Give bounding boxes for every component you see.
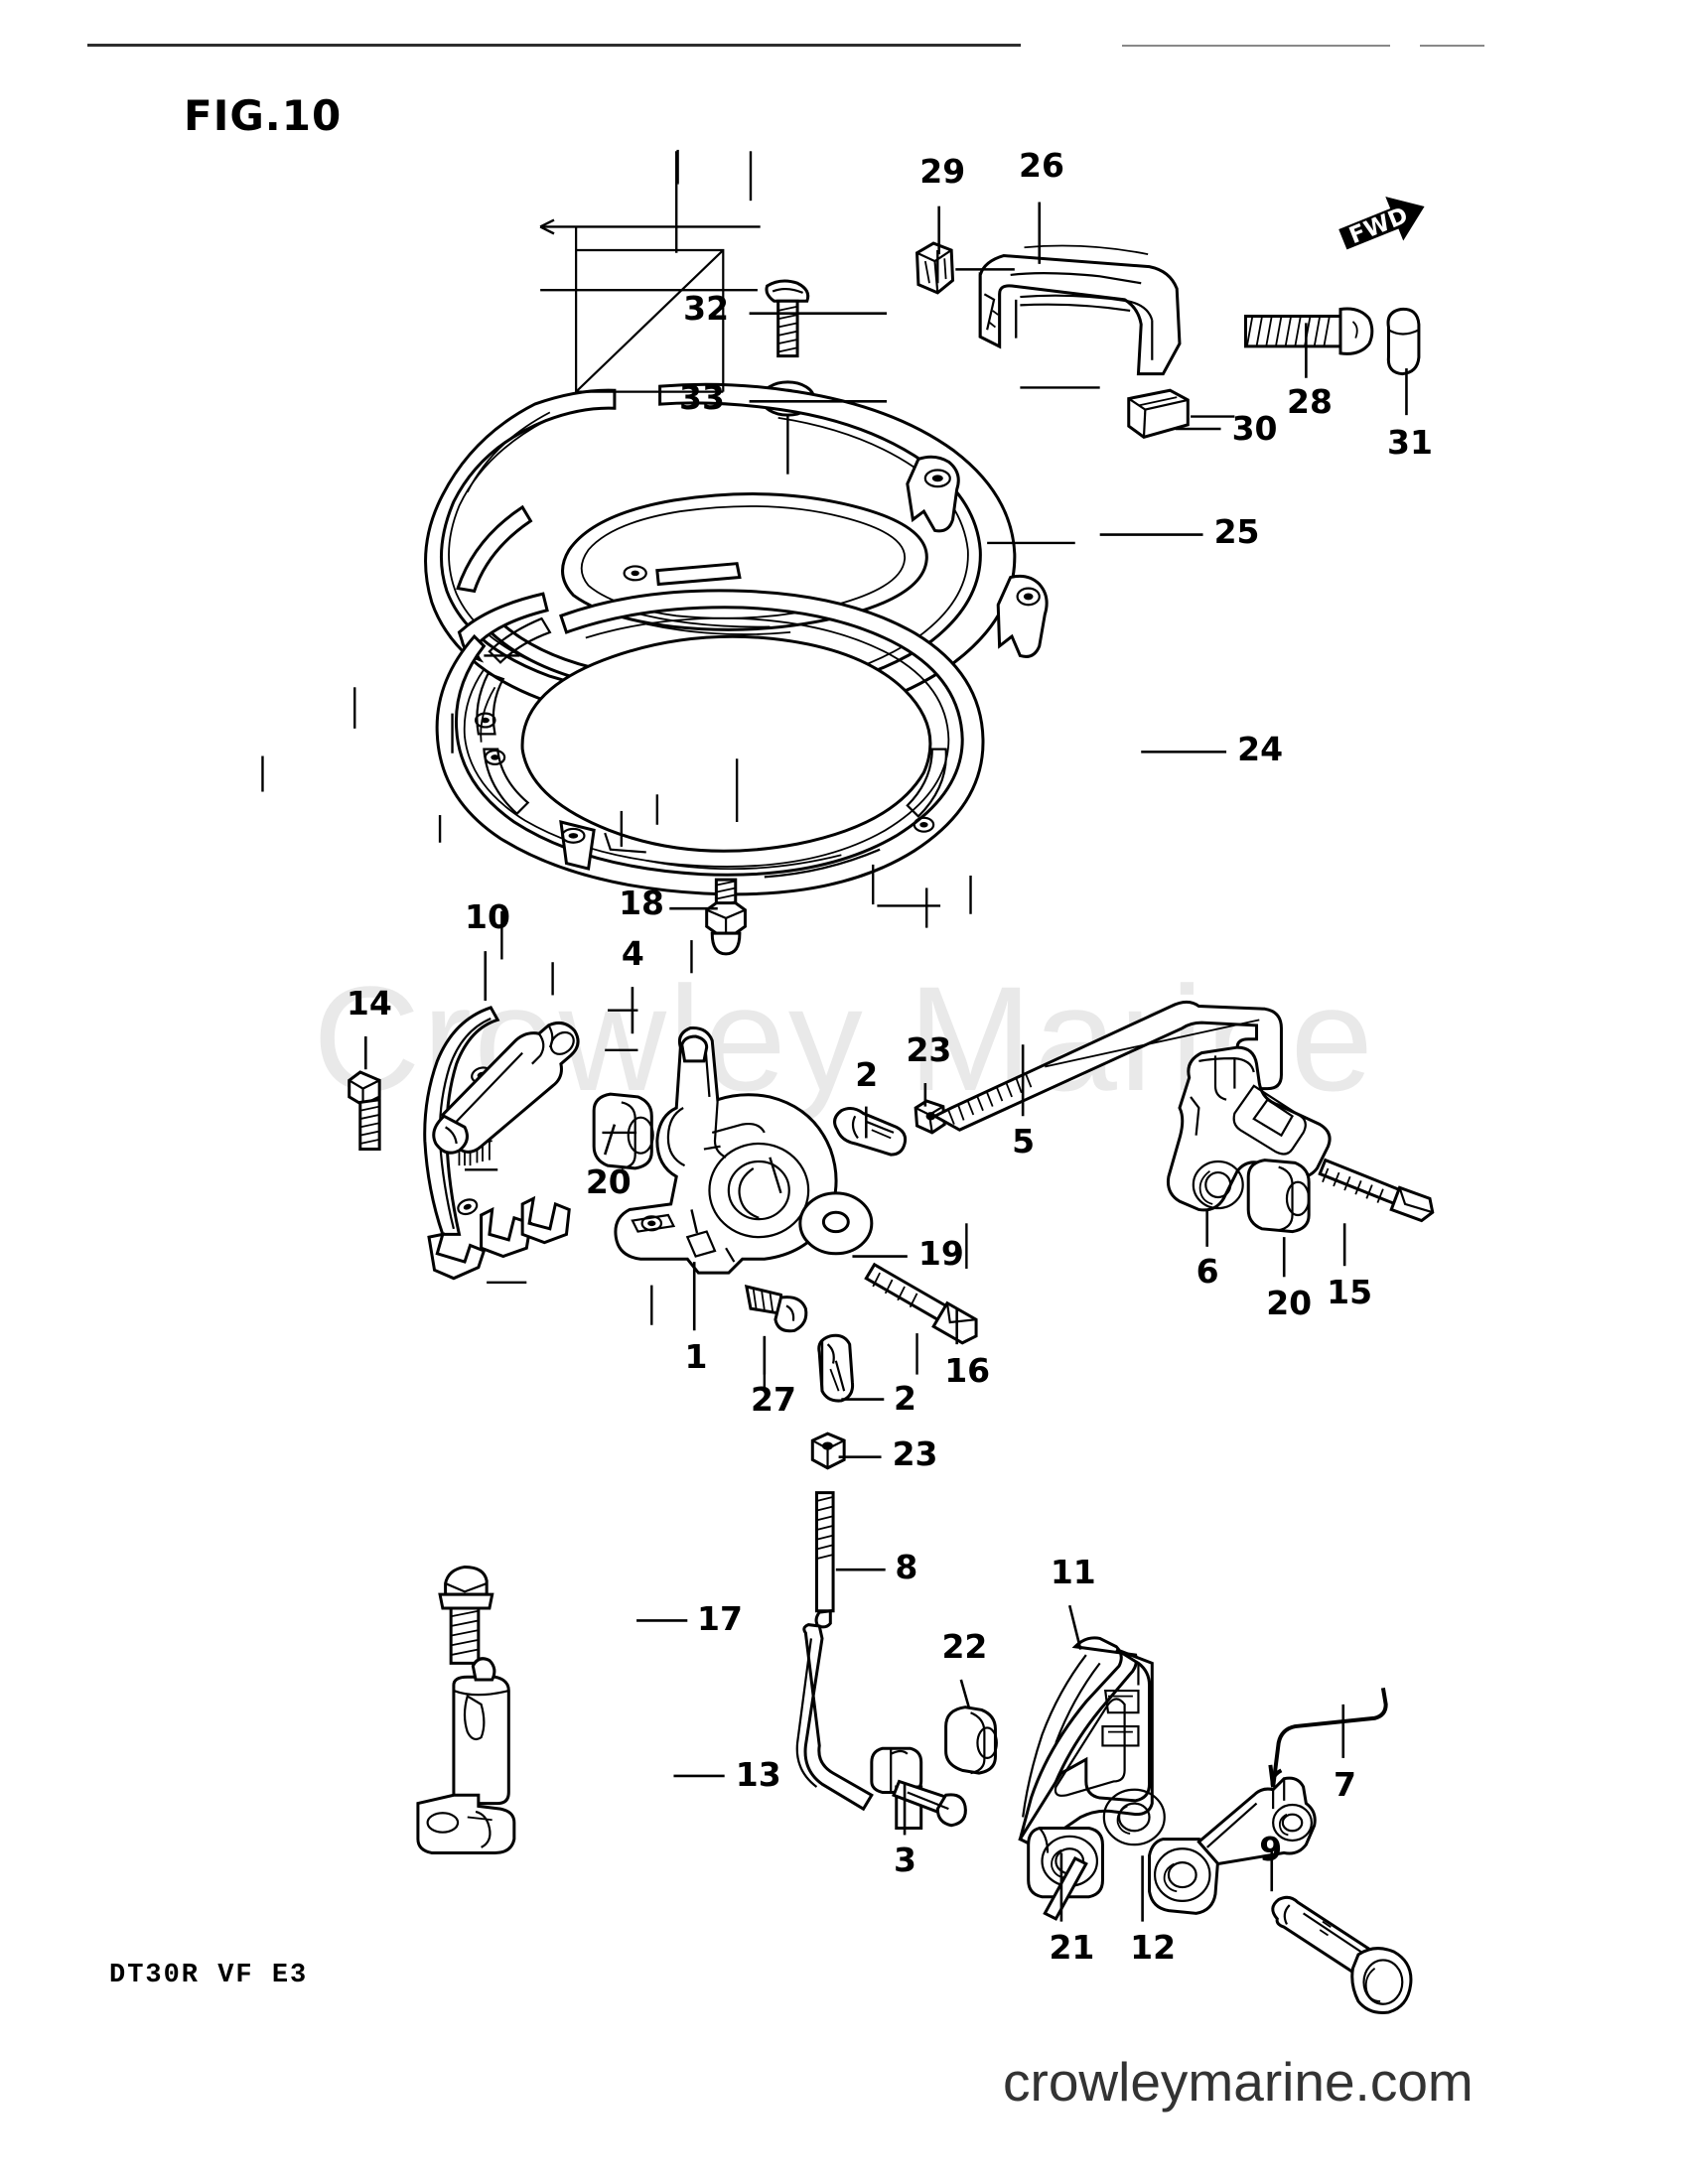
- part-20-collar-bushing-right: [1248, 1160, 1309, 1232]
- part-1-throttle-cam-bracket: [616, 1028, 836, 1274]
- scan-artifact-line-2: [1122, 45, 1390, 47]
- part-2-rod-joint-socket-upper: [835, 1109, 906, 1156]
- part-16-hex-bolt-medium: [866, 1265, 976, 1343]
- part-23-lock-nut-lower: [812, 1433, 844, 1468]
- part-13-cable-clamp-bracket: [418, 1659, 514, 1853]
- figure-title: FIG.10: [184, 91, 343, 140]
- part-8-adjusting-rod: [797, 1493, 872, 1809]
- part-27-shoulder-screw: [747, 1287, 806, 1331]
- callout-number-7: 7: [1334, 1764, 1357, 1804]
- part-17-hex-flange-bolt: [440, 1567, 492, 1663]
- callout-number-30: 30: [1231, 409, 1278, 449]
- callout-number-3: 3: [893, 1840, 916, 1879]
- callout-number-6: 6: [1196, 1252, 1219, 1292]
- part-11-throttle-sector-arm: [1020, 1638, 1164, 1897]
- part-14-hex-bolt-small: [350, 1072, 379, 1150]
- model-code-label: DT30R VF E3: [109, 1961, 309, 1990]
- callout-number-18: 18: [619, 884, 664, 923]
- callout-number-27: 27: [750, 1379, 796, 1419]
- callout-number-25: 25: [1213, 512, 1260, 552]
- callout-number-11: 11: [1050, 1553, 1096, 1592]
- callout-number-24: 24: [1237, 729, 1284, 768]
- callout-number-15: 15: [1327, 1272, 1373, 1311]
- callout-number-4: 4: [621, 934, 644, 974]
- part-7-return-spring-wire: [1270, 1688, 1385, 1787]
- callout-number-12: 12: [1130, 1928, 1177, 1968]
- callout-leaders: [365, 203, 1406, 1922]
- callout-number-22: 22: [941, 1627, 988, 1667]
- callout-number-14: 14: [346, 984, 392, 1024]
- callout-number-5: 5: [1012, 1121, 1036, 1160]
- part-18-stud-pin: [707, 880, 746, 954]
- callout-number-8: 8: [895, 1547, 918, 1586]
- callout-number-21: 21: [1049, 1928, 1095, 1968]
- part-23-lock-nut-upper: [915, 1101, 944, 1133]
- part-30-handle-spacer: [1129, 390, 1189, 437]
- callout-number-32: 32: [683, 288, 730, 328]
- fwd-orientation-marker: FWD: [1331, 187, 1440, 263]
- callout-number-28: 28: [1286, 381, 1333, 421]
- part-24-lower-cowling-seal: [437, 591, 983, 894]
- part-10-cam-plate: [425, 1008, 570, 1279]
- callout-number-26: 26: [1018, 145, 1064, 185]
- part-2-rod-joint-socket-lower: [819, 1335, 853, 1401]
- callout-number-17: 17: [696, 1599, 743, 1639]
- callout-number-23: 23: [892, 1434, 938, 1474]
- scan-artifact-line-3: [1420, 45, 1484, 47]
- part-32-clamp-bolt: [767, 281, 808, 356]
- callout-number-2: 2: [893, 1378, 916, 1418]
- part-19-flat-washer: [800, 1193, 872, 1254]
- part-15-hex-bolt-long: [1320, 1160, 1433, 1221]
- scan-artifact-line-1: [87, 44, 1021, 47]
- footer-site-url: crowleymarine.com: [1003, 2051, 1474, 2113]
- callout-number-20: 20: [1266, 1283, 1313, 1322]
- part-12-link-plate: [1150, 1778, 1316, 1913]
- part-29-handle-nut: [917, 243, 953, 293]
- callout-number-31: 31: [1387, 423, 1433, 463]
- callout-number-1: 1: [684, 1336, 708, 1376]
- part-22-bushing-grommet: [946, 1707, 997, 1773]
- callout-number-9: 9: [1259, 1829, 1283, 1868]
- part-3-link-connector: [872, 1748, 966, 1828]
- part-26-cowling-handle-bracket: [980, 246, 1180, 374]
- callout-number-2: 2: [855, 1055, 879, 1095]
- callout-number-33: 33: [678, 377, 725, 417]
- callout-number-19: 19: [917, 1234, 964, 1274]
- part-31-handle-cap: [1388, 309, 1419, 373]
- callout-number-20: 20: [585, 1162, 632, 1202]
- callout-number-10: 10: [464, 896, 510, 936]
- callout-number-29: 29: [919, 152, 966, 192]
- svg-text:FWD: FWD: [1345, 203, 1412, 249]
- part-21-roll-pin: [1045, 1858, 1086, 1919]
- part-28-handle-bolt: [1245, 309, 1371, 353]
- callout-number-13: 13: [735, 1754, 781, 1794]
- part-4-connecting-link-rod: [434, 1023, 578, 1153]
- callout-number-16: 16: [944, 1350, 991, 1390]
- part-20-collar-bushing-left: [594, 1094, 653, 1168]
- callout-number-23: 23: [906, 1030, 952, 1070]
- part-9-pivot-pin-shaft: [855, 1897, 1411, 2012]
